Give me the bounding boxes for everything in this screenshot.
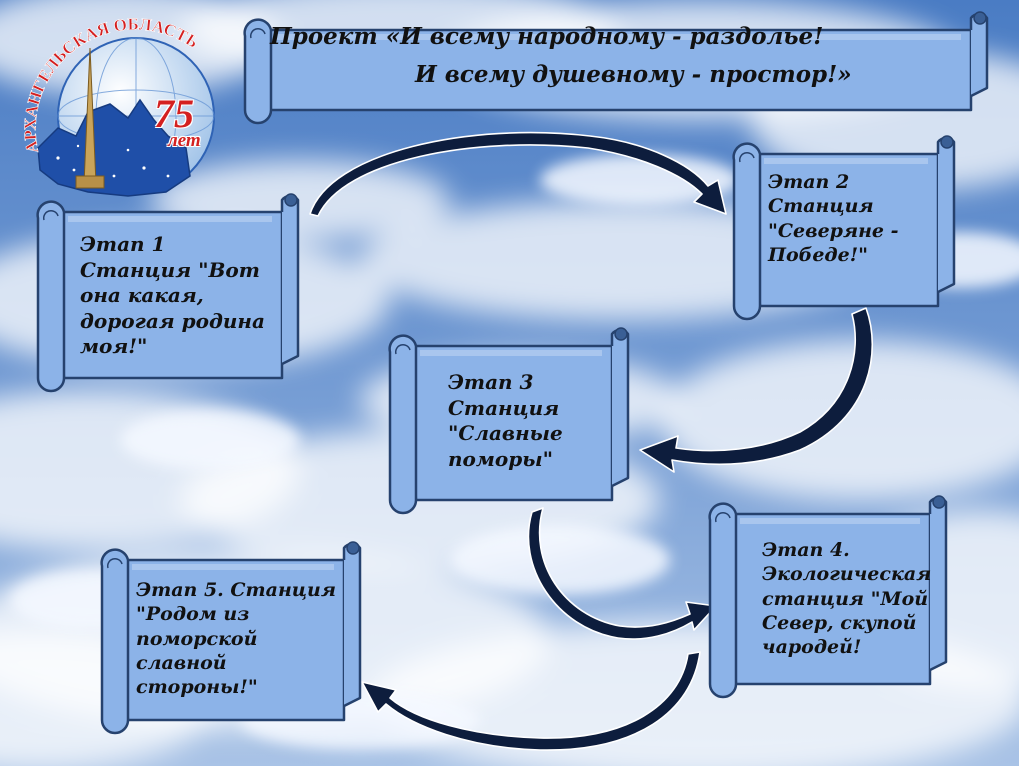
stage-4-scroll: Этап 4. Экологическая станция "Мой Север…	[708, 488, 954, 704]
stage-5-scroll: Этап 5. Станция "Родом из поморской слав…	[100, 534, 368, 740]
stage-3-label: Этап 3 Станция "Славные поморы"	[448, 370, 563, 471]
title-line-2: И всему душевному - простор!»	[415, 61, 852, 88]
arrow-stage1-to-stage2	[309, 131, 727, 217]
stage-3-scroll: Этап 3 Станция "Славные поморы"	[388, 320, 636, 520]
stage-2-scroll: Этап 2 Станция "Северяне - Победе!"	[732, 128, 962, 326]
stage-2-label: Этап 2 Станция "Северяне - Победе!"	[768, 171, 899, 266]
region-map-icon	[37, 98, 191, 197]
stage-1-label: Этап 1 Станция "Вот она какая, дорогая р…	[80, 232, 265, 359]
arkhangelsk-anniversary-logo: АРХАНГЕЛЬСКАЯ ОБЛАСТЬ 75 лет	[18, 8, 246, 198]
anniversary-number: 75	[154, 91, 194, 136]
stage-1-scroll: Этап 1 Станция "Вот она какая, дорогая р…	[36, 186, 306, 398]
title-banner: Проект «И всему народному - раздолье! И …	[243, 4, 995, 130]
title-line-1: Проект «И всему народному - раздолье!	[270, 23, 824, 50]
anniversary-unit: лет	[168, 130, 201, 151]
arrow-stage2-to-stage3	[639, 307, 873, 473]
arrow-stage4-to-stage5	[361, 651, 701, 751]
arrow-stage3-to-stage4	[527, 507, 717, 640]
stage-4-label: Этап 4. Экологическая станция "Мой Север…	[762, 539, 932, 659]
stage-5-label: Этап 5. Станция "Родом из поморской слав…	[136, 579, 336, 699]
